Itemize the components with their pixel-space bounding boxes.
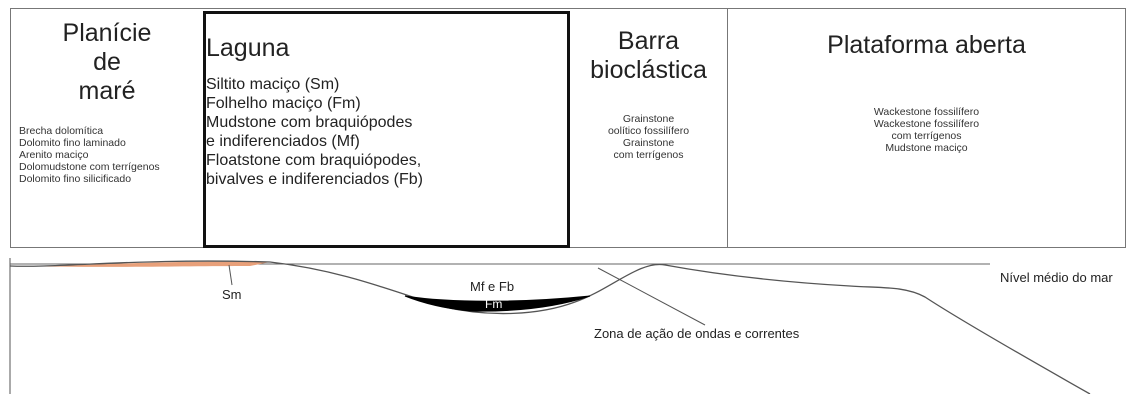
lithology-item: e indiferenciados (Mf) — [206, 133, 360, 150]
lithology-item: com terrígenos — [891, 130, 962, 142]
label-mf-fb: Mf e Fb — [470, 279, 515, 294]
barra-lithology-list: Grainstone oolítico fossilífero Grainsto… — [570, 113, 727, 161]
column-divider — [727, 9, 728, 247]
lithology-item: bivalves e indiferenciados (Fb) — [206, 171, 423, 188]
barra-title-line-1: Barra — [617, 27, 680, 55]
fm-shale-lens — [404, 295, 591, 312]
lithology-item: Folhelho maciço (Fm) — [206, 95, 361, 112]
laguna-lithology-list: Siltito maciço (Sm) Folhelho maciço (Fm)… — [206, 75, 567, 189]
lithology-item: Siltito maciço (Sm) — [206, 76, 340, 93]
lithology-item: Dolomito fino silicificado — [19, 173, 132, 185]
planicie-title-line-1: Planície — [62, 19, 152, 47]
column-barra-bioclastica: Barra bioclástica Grainstone oolítico fo… — [570, 9, 727, 247]
lithology-item: Dolomudstone com terrígenos — [19, 161, 160, 173]
planicie-title-line-2: de — [93, 48, 121, 76]
lithology-item: Dolomito fino laminado — [19, 137, 126, 149]
planicie-lithology-list: Brecha dolomítica Dolomito fino laminado… — [19, 125, 160, 185]
lithology-item: Floatstone com braquiópodes, — [206, 152, 422, 169]
zona-leader-line — [597, 267, 706, 326]
lithology-item: Arenito maciço — [19, 149, 89, 161]
label-sm: Sm — [222, 287, 242, 302]
planicie-title: Planície de maré — [11, 19, 203, 106]
lithology-item: Brecha dolomítica — [19, 125, 104, 137]
plataforma-lithology-list: Wackestone fossilífero Wackestone fossil… — [728, 106, 1125, 154]
label-zona-de-acao: Zona de ação de ondas e correntes — [594, 326, 800, 341]
column-plataforma-aberta: Plataforma aberta Wackestone fossilífero… — [728, 9, 1125, 247]
plataforma-title: Plataforma aberta — [827, 31, 1026, 59]
planicie-title-line-3: maré — [78, 77, 136, 105]
sm-siltstone-lens — [10, 261, 270, 267]
label-fm: Fm — [485, 297, 503, 311]
lithology-item: Mudstone maciço — [885, 142, 968, 154]
facies-table: Planície de maré Brecha dolomítica Dolom… — [10, 8, 1126, 248]
lithology-item: Wackestone fossilífero — [873, 118, 980, 130]
column-planicie-de-mare: Planície de maré Brecha dolomítica Dolom… — [11, 9, 203, 247]
lithology-item: Grainstone — [622, 113, 675, 125]
column-laguna: Laguna Siltito maciço (Sm) Folhelho maci… — [203, 11, 570, 248]
label-nivel-medio-do-mar: Nível médio do mar — [1000, 270, 1113, 285]
sm-leader-line — [228, 264, 233, 286]
laguna-title: Laguna — [206, 34, 290, 62]
barra-title: Barra bioclástica — [570, 27, 727, 85]
barra-title-line-2: bioclástica — [590, 56, 707, 84]
seafloor-profile-line — [9, 260, 1091, 394]
lithology-item: Wackestone fossilífero — [873, 106, 980, 118]
lithology-item: com terrígenos — [613, 149, 684, 161]
lithology-item: Grainstone — [622, 137, 675, 149]
lithology-item: oolítico fossilífero — [607, 125, 690, 137]
lithology-item: Mudstone com braquiópodes — [206, 114, 413, 131]
